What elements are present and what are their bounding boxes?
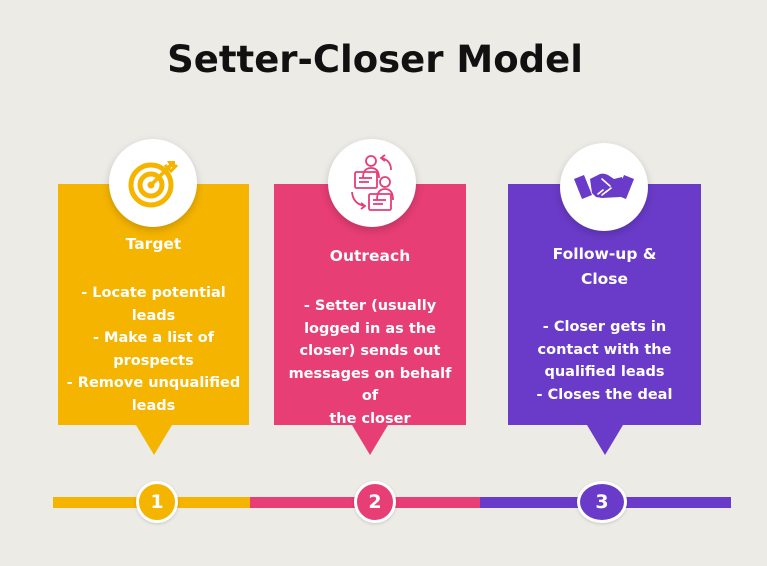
step-number-1: 1 [136,481,178,523]
step-number-3: 3 [577,481,627,523]
people-exchange-icon-circle [328,139,416,227]
card-description: - Setter (usually logged in as the close… [288,298,452,427]
page-title: Setter-Closer Model [167,38,583,81]
card-description: - Locate potential leads - Make a list o… [66,285,241,414]
card-heading: Follow-up & Close [552,245,657,288]
card-heading: Target [125,235,182,253]
card-heading: Outreach [329,247,411,265]
people-exchange-icon [351,154,394,211]
handshake-icon-circle [560,143,648,231]
card-pointer [135,425,172,455]
handshake-icon [574,173,634,199]
target-icon [128,161,179,208]
card-pointer [352,425,388,455]
step-number-2: 2 [354,481,396,523]
card-description: - Closer gets in contact with the qualif… [536,319,673,403]
target-icon-circle [109,139,197,227]
card-pointer [586,425,623,455]
